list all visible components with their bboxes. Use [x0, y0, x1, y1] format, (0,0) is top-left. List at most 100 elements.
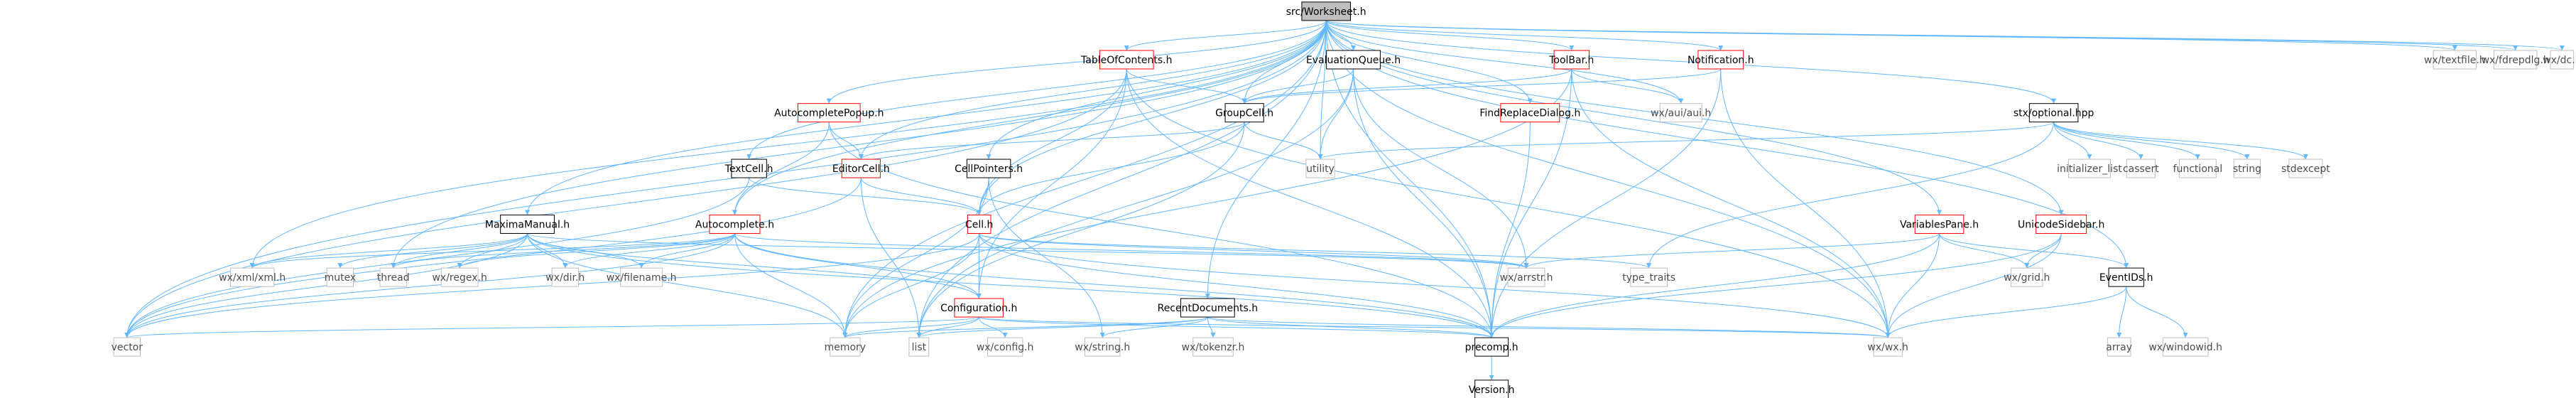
node-wxtokenzr-box [1192, 337, 1234, 357]
node-initlist: initializer_list [2057, 158, 2122, 178]
edge-maxmanual-to-wxarrstr [527, 233, 1529, 269]
node-toolbar[interactable]: ToolBar.h [1548, 50, 1594, 70]
edge-evalq-to-precomp [1353, 68, 1494, 338]
node-mutex-box [326, 267, 354, 287]
node-cassert-box [2126, 158, 2156, 178]
node-wxfdrepdlg-label: wx/fdrepdlg.h [2482, 55, 2550, 66]
node-wxfdrepdlg-box [2493, 50, 2538, 70]
node-utility-box [1305, 158, 1335, 178]
edge-editorcell-to-vector [124, 178, 862, 338]
node-config[interactable]: Configuration.h [940, 298, 1017, 318]
node-wxstring-label: wx/string.h [1075, 342, 1130, 353]
edge-textcell-to-vector [124, 178, 750, 338]
node-groupcell[interactable]: GroupCell.h [1215, 103, 1273, 123]
node-wxwx-label: wx/wx.h [1867, 342, 1908, 353]
edge-editorcell-to-list [860, 178, 922, 338]
edge-autocomplete-to-wxarrstr [734, 233, 1529, 269]
edge-evalq-to-utility [1317, 68, 1354, 160]
node-unisidebar[interactable]: UnicodeSidebar.h [2018, 214, 2104, 234]
edge-autocomplete-to-memory [734, 233, 848, 338]
node-wxtokenzr-label: wx/tokenzr.h [1182, 342, 1245, 353]
edge-maxmanual-to-thread [391, 233, 528, 269]
edge-root-to-varpane [1325, 20, 1942, 215]
node-editorcell[interactable]: EditorCell.h [832, 158, 890, 178]
node-wxaui-label: wx/aui/aui.h [1651, 108, 1711, 119]
edge-cell-to-precomp [979, 233, 1494, 338]
node-wxtextfile-label: wx/textfile.h [2424, 55, 2486, 66]
node-root[interactable]: src/Worksheet.h [1286, 1, 1366, 21]
node-version[interactable]: Version.h [1469, 380, 1515, 398]
node-wxtokenzr: wx/tokenzr.h [1182, 337, 1245, 357]
node-varpane[interactable]: VariablesPane.h [1900, 214, 1979, 234]
node-eventids[interactable]: EventIDs.h [2099, 267, 2153, 287]
edge-root-to-toc [1124, 20, 1327, 51]
edge-varpane-to-wxarrstr [1523, 233, 1940, 269]
node-wxstring: wx/string.h [1075, 337, 1130, 357]
edge-autocomplete-to-wxdir [563, 233, 736, 269]
node-wxconfig-box [987, 337, 1023, 357]
node-precomp-label: precomp.h [1465, 342, 1518, 353]
node-wxstring-box [1085, 337, 1121, 357]
node-wxwindowid: wx/windowid.h [2148, 337, 2222, 357]
node-toc[interactable]: TableOfContents.h [1080, 50, 1172, 70]
edge-evalq-to-list [916, 68, 1354, 338]
node-list-label: list [912, 342, 927, 353]
node-stdexcept: stdexcept [2281, 158, 2330, 178]
edge-root-to-list [916, 20, 1327, 338]
node-acpopup[interactable]: AutocompletePopup.h [774, 103, 884, 123]
node-editorcell-label: EditorCell.h [832, 163, 890, 175]
edge-root-to-acpopup [826, 20, 1327, 104]
node-memory: memory [825, 337, 866, 357]
edge-groupcell-to-editorcell [859, 122, 1245, 160]
edge-stxopt-to-initlist [2053, 122, 2092, 160]
node-toolbar-label: ToolBar.h [1548, 55, 1594, 66]
edge-maxmanual-to-config [527, 233, 982, 299]
edge-autocomplete-to-vector [124, 233, 736, 338]
node-recentdocs[interactable]: RecentDocuments.h [1158, 298, 1259, 318]
node-string: string [2233, 158, 2261, 178]
node-typetraits-label: type_traits [1622, 272, 1675, 284]
edge-recentdocs-to-precomp [1207, 316, 1494, 338]
node-recentdocs-box [1180, 298, 1235, 318]
edge-findrepl-to-precomp [1489, 122, 1531, 338]
node-textcell[interactable]: TextCell.h [724, 158, 773, 178]
node-mutex: mutex [325, 267, 356, 287]
edges-layer [124, 20, 2565, 380]
edge-config-to-precomp [978, 316, 1494, 338]
node-wxarrstr-label: wx/arrstr.h [1500, 272, 1553, 284]
edge-maxmanual-to-memory [527, 233, 848, 338]
node-varpane-label: VariablesPane.h [1900, 219, 1979, 230]
node-wxgrid-label: wx/grid.h [2004, 272, 2050, 284]
node-maxmanual[interactable]: MaximaManual.h [485, 214, 570, 234]
edge-root-to-autocomplete [732, 20, 1327, 215]
node-eventids-label: EventIDs.h [2099, 272, 2153, 284]
edge-stxopt-to-utility [1317, 122, 2055, 160]
node-wxgrid-box [2010, 267, 2043, 287]
node-toc-label: TableOfContents.h [1080, 55, 1172, 66]
node-autocomplete[interactable]: Autocomplete.h [695, 214, 774, 234]
edge-autocomplete-to-wxregex [457, 233, 736, 269]
node-acpopup-label: AutocompletePopup.h [774, 108, 884, 119]
edge-toolbar-to-memory [842, 68, 1572, 338]
node-wxconfig: wx/config.h [977, 337, 1033, 357]
node-precomp[interactable]: precomp.h [1465, 337, 1518, 357]
node-cellptrs[interactable]: CellPointers.h [955, 158, 1023, 178]
node-stxopt[interactable]: stx/optional.hpp [2013, 103, 2094, 123]
node-evalq-label: EvaluationQueue.h [1306, 55, 1401, 66]
node-notif[interactable]: Notification.h [1688, 50, 1754, 70]
node-functional-label: functional [2173, 163, 2223, 175]
node-cell[interactable]: Cell.h [965, 214, 994, 234]
edge-maxmanual-to-mutex [337, 233, 528, 269]
edge-autocomplete-to-thread [391, 233, 736, 269]
node-findrepl[interactable]: FindReplaceDialog.h [1479, 103, 1580, 123]
node-initlist-box [2067, 158, 2111, 178]
node-wxdc-box [2550, 50, 2575, 70]
node-vector-label: vector [112, 342, 143, 353]
edge-autocomplete-to-wxxml [249, 233, 736, 269]
node-vector: vector [112, 337, 143, 357]
node-thread-box [379, 267, 407, 287]
edge-config-to-vector [124, 316, 979, 338]
node-evalq[interactable]: EvaluationQueue.h [1306, 50, 1401, 70]
node-textcell-box [731, 158, 767, 178]
node-wxxml-label: wx/xml/xml.h [219, 272, 286, 284]
